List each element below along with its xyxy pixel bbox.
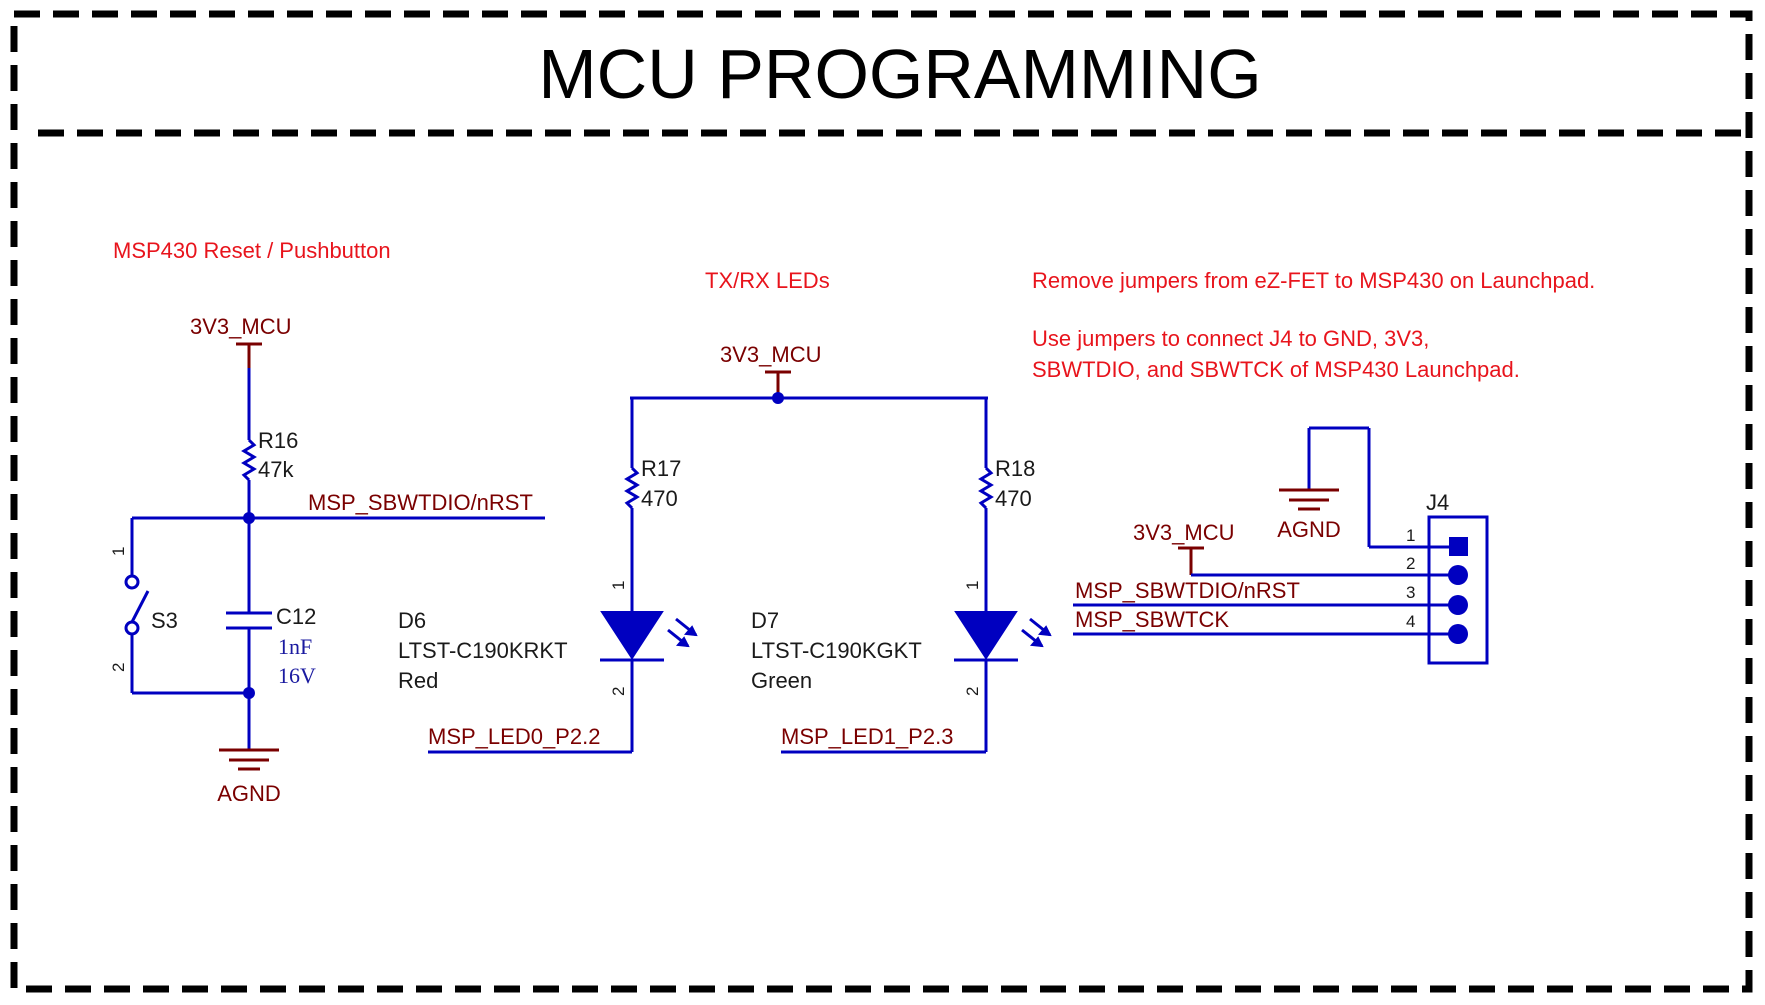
switch-s3-lever <box>130 590 150 623</box>
d7-part: LTST-C190KGKT <box>751 638 922 663</box>
c12-value: 1nF <box>278 634 312 659</box>
c12-ref: C12 <box>276 604 316 629</box>
note-led-section: TX/RX LEDs <box>705 268 830 293</box>
switch-s3-contact-2 <box>124 620 140 636</box>
d7-color: Green <box>751 668 812 693</box>
note-jumpers-line1: Remove jumpers from eZ-FET to MSP430 on … <box>1032 268 1595 293</box>
connector-j4-pin2 <box>1448 565 1468 585</box>
connector-j4-pin3 <box>1448 595 1468 615</box>
note-jumpers-line2: Use jumpers to connect J4 to GND, 3V3, <box>1032 326 1429 351</box>
c12-voltage: 16V <box>278 663 316 688</box>
d7-ref: D7 <box>751 608 779 633</box>
d6-part: LTST-C190KRKT <box>398 638 568 663</box>
s3-ref: S3 <box>151 608 178 633</box>
junction-gnd-reset <box>243 687 255 699</box>
s3-pin2-label: 2 <box>109 663 128 672</box>
junction-led-supply <box>772 392 784 404</box>
d6-pin1-label: 1 <box>609 581 628 590</box>
j4-pin3-number: 3 <box>1406 583 1415 602</box>
note-reset-section: MSP430 Reset / Pushbutton <box>113 238 391 263</box>
net-label-sbwtck-j4: MSP_SBWTCK <box>1075 607 1229 632</box>
switch-s3-contact-1 <box>124 574 140 590</box>
net-label-sbwtdio-reset: MSP_SBWTDIO/nRST <box>308 490 533 515</box>
resistor-r16 <box>241 438 257 482</box>
r16-ref: R16 <box>258 428 298 453</box>
d6-pin2-label: 2 <box>609 687 628 696</box>
header-j4-circuit: AGND 3V3_MCU MSP_SBWTDIO/nRST MSP_SBWTCK… <box>1073 426 1489 665</box>
led-d7-body <box>954 611 1018 660</box>
net-label-3v3-leds: 3V3_MCU <box>720 342 821 367</box>
sheet-title: MCU PROGRAMMING <box>538 35 1261 113</box>
r17-value: 470 <box>641 486 678 511</box>
led-circuit: 3V3_MCU R17 470 1 2 D6 LTST-C190KRKT Red… <box>398 342 1052 754</box>
led-d6-emission-arrows <box>667 617 698 648</box>
resistor-r18 <box>978 466 994 510</box>
net-label-led1: MSP_LED1_P2.3 <box>781 724 953 749</box>
j4-pin1-number: 1 <box>1406 526 1415 545</box>
r18-value: 470 <box>995 486 1032 511</box>
d7-pin1-label: 1 <box>963 581 982 590</box>
net-label-3v3-reset: 3V3_MCU <box>190 314 291 339</box>
net-label-3v3-j4: 3V3_MCU <box>1133 520 1234 545</box>
net-label-agnd-reset: AGND <box>217 781 281 806</box>
connector-j4-body <box>1427 515 1489 665</box>
r18-ref: R18 <box>995 456 1035 481</box>
resistor-r17 <box>624 466 640 510</box>
j4-ref: J4 <box>1426 490 1449 515</box>
net-label-led0: MSP_LED0_P2.2 <box>428 724 600 749</box>
r17-ref: R17 <box>641 456 681 481</box>
net-label-sbwtdio-j4: MSP_SBWTDIO/nRST <box>1075 578 1300 603</box>
j4-pin4-number: 4 <box>1406 612 1415 631</box>
sheet-border <box>10 10 1753 993</box>
s3-pin1-label: 1 <box>109 547 128 556</box>
d7-pin2-label: 2 <box>963 687 982 696</box>
note-jumpers-line3: SBWTDIO, and SBWTCK of MSP430 Launchpad. <box>1032 357 1520 382</box>
r16-value: 47k <box>258 457 294 482</box>
d6-ref: D6 <box>398 608 426 633</box>
connector-j4-pin1 <box>1449 537 1468 556</box>
connector-j4-pin4 <box>1448 624 1468 644</box>
reset-circuit: 3V3_MCU R16 47k MSP_SBWTDIO/nRST 1 2 S3 … <box>109 314 545 806</box>
d6-color: Red <box>398 668 438 693</box>
j4-pin2-number: 2 <box>1406 554 1415 573</box>
led-d6-body <box>600 611 664 660</box>
net-label-agnd-j4: AGND <box>1277 517 1341 542</box>
led-d7-emission-arrows <box>1021 617 1052 648</box>
